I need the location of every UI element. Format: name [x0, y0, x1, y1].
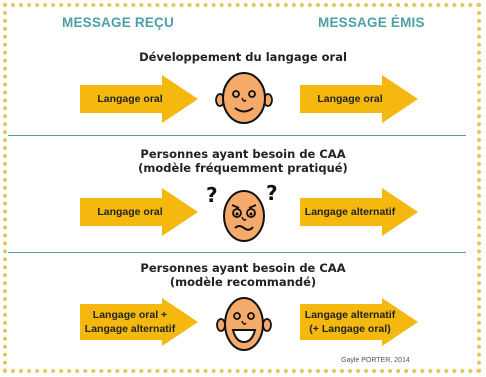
credit-text: Gayle PORTER, 2014: [341, 357, 410, 364]
laughing-face-icon: [214, 294, 274, 359]
section-2-left-arrow: Langage oral: [80, 188, 198, 236]
section-divider-2: [8, 252, 466, 253]
section-1-right-arrow: Langage oral: [300, 75, 418, 123]
section-3-title: Personnes ayant besoin de CAA (modèle re…: [0, 261, 486, 289]
svg-text:?: ?: [266, 182, 278, 205]
header-message-received: MESSAGE REÇU: [62, 15, 174, 30]
section-1-right-arrow-label: Langage oral: [317, 93, 383, 105]
section-1-left-arrow: Langage oral: [80, 75, 198, 123]
smiling-face-icon: [212, 70, 276, 131]
section-2-right-arrow: Langage alternatif: [300, 188, 418, 236]
section-1-left-arrow-label: Langage oral: [97, 93, 163, 105]
section-3-right-arrow: Langage alternatif (+ Langage oral): [300, 298, 418, 346]
section-divider-1: [8, 135, 466, 136]
section-2-title-line-2: (modèle fréquemment pratiqué): [138, 161, 348, 175]
section-2-right-arrow-label: Langage alternatif: [304, 206, 396, 218]
section-3-left-arrow-label: Langage oral + Langage alternatif: [84, 309, 176, 335]
section-2-title-line-1: Personnes ayant besoin de CAA: [140, 147, 346, 161]
section-3-title-line-1: Personnes ayant besoin de CAA: [140, 261, 346, 275]
header-message-emitted: MESSAGE ÉMIS: [318, 15, 425, 30]
section-2-title: Personnes ayant besoin de CAA (modèle fr…: [0, 147, 486, 175]
section-3-right-arrow-label: Langage alternatif (+ Langage oral): [304, 309, 396, 335]
section-1-title: Développement du langage oral: [0, 50, 486, 64]
section-3-title-line-2: (modèle recommandé): [169, 275, 317, 289]
confused-face-icon: ? ?: [206, 181, 282, 249]
section-2-left-arrow-label: Langage oral: [97, 206, 163, 218]
svg-text:?: ?: [206, 183, 218, 207]
section-3-left-arrow: Langage oral + Langage alternatif: [80, 298, 198, 346]
section-1-title-line-1: Développement du langage oral: [139, 50, 347, 64]
